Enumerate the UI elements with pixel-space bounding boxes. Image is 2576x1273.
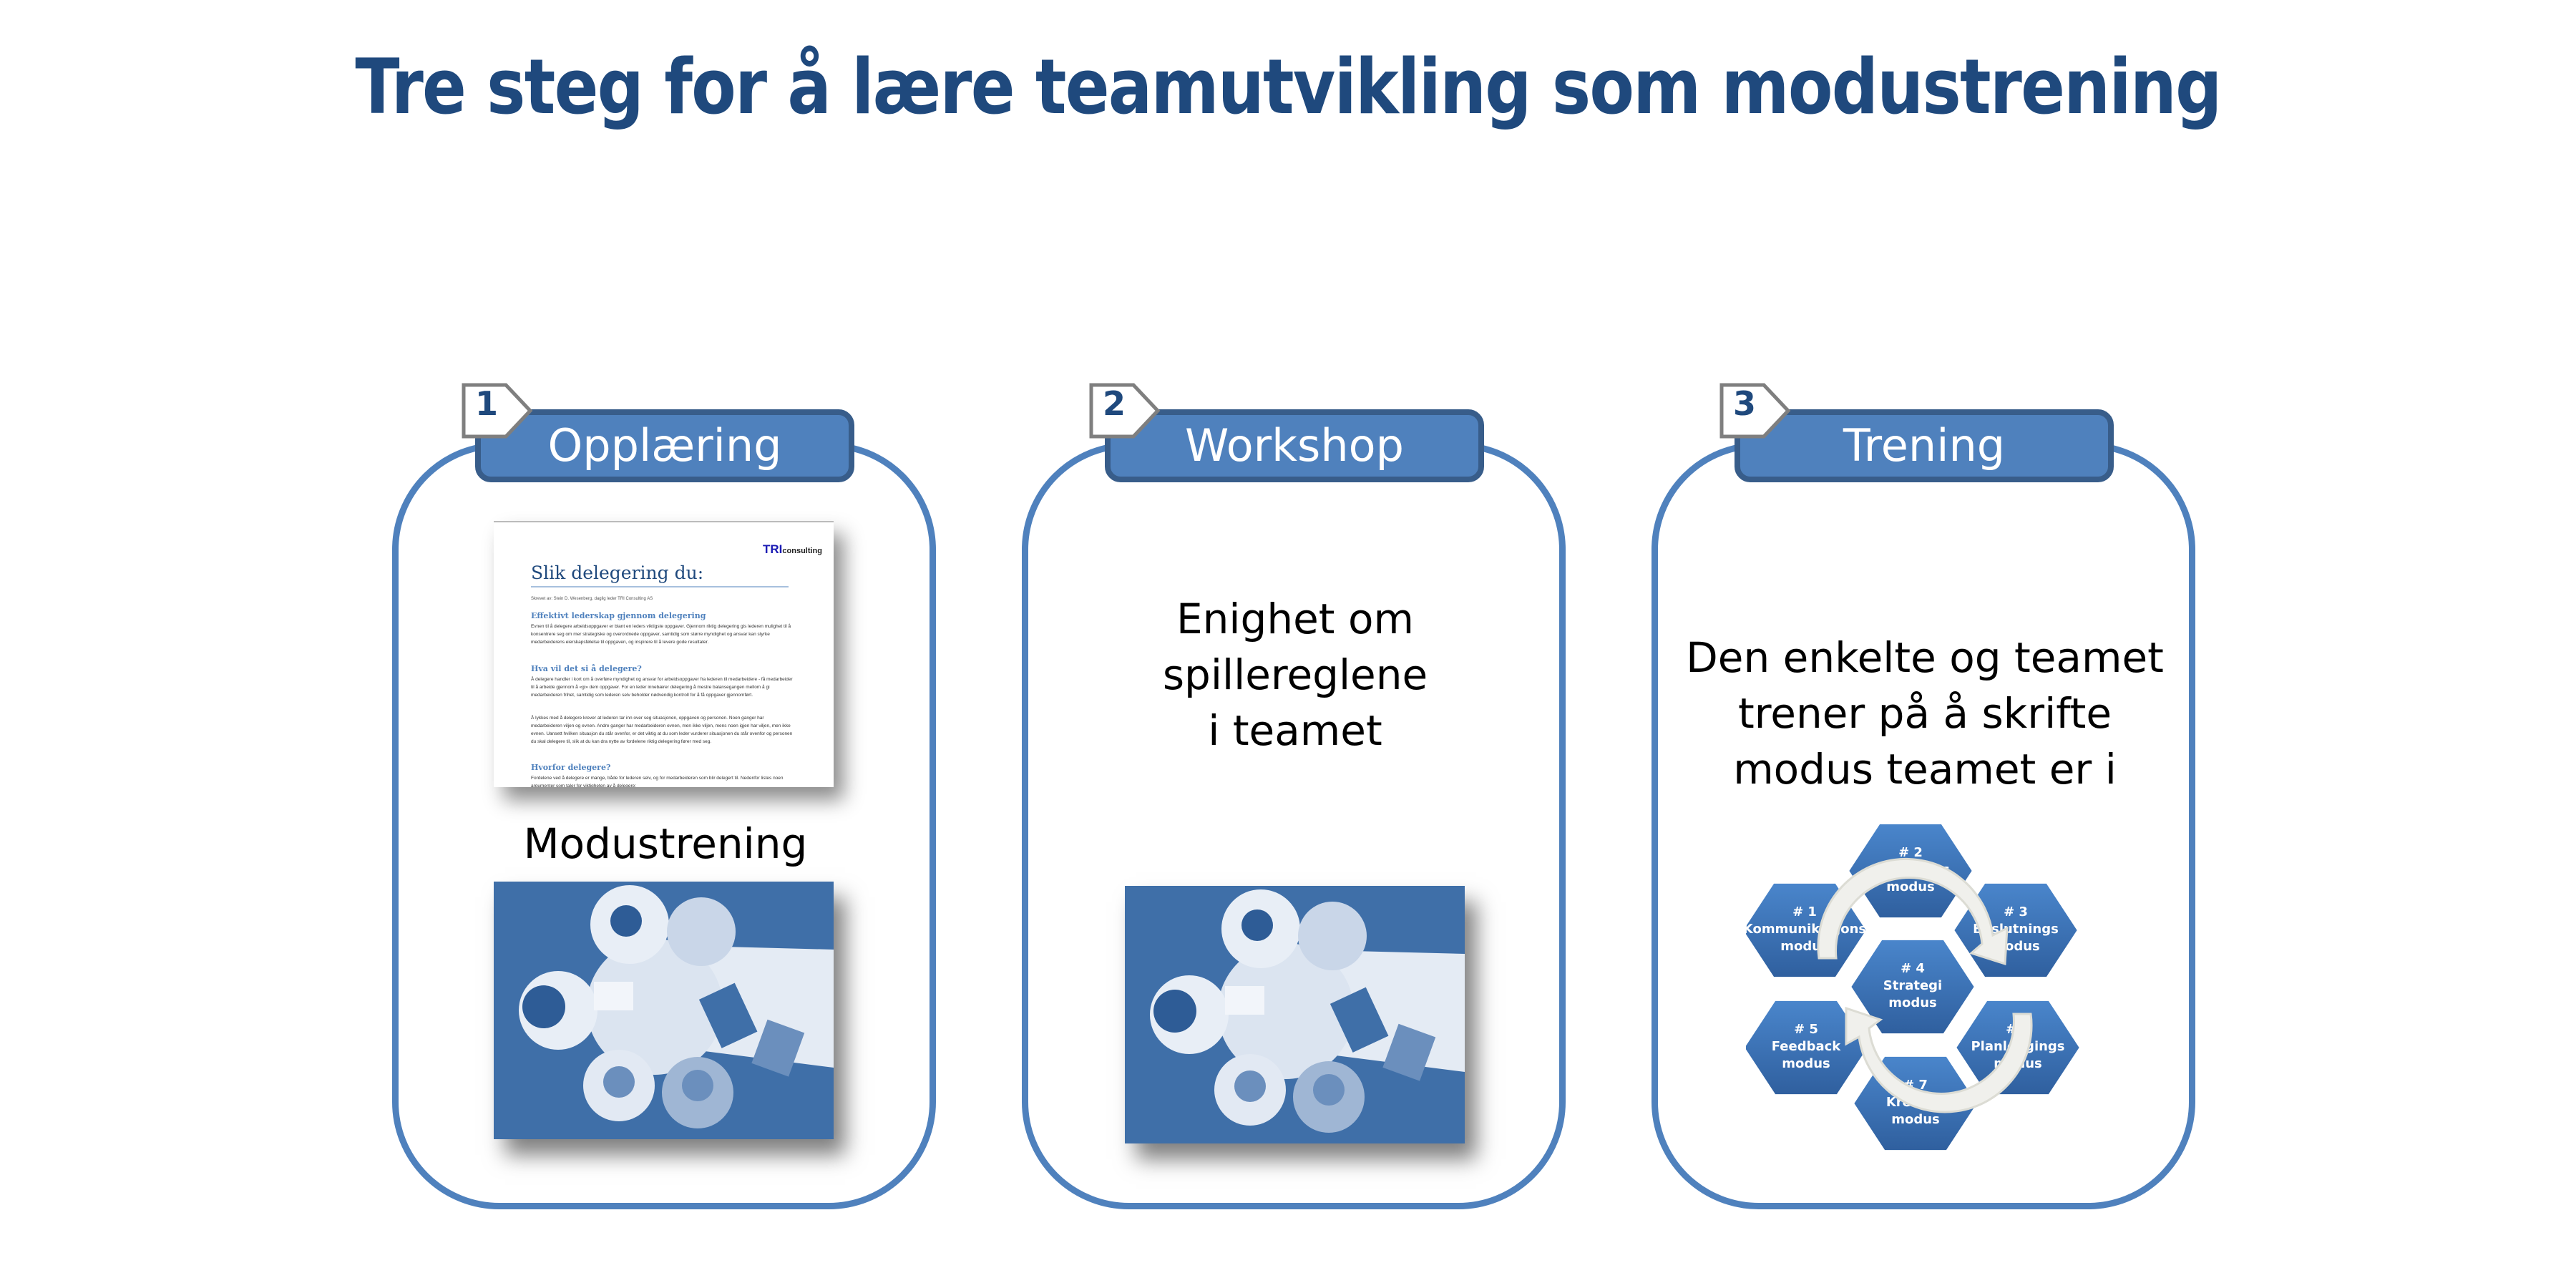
cycle-arrow-top — [1817, 857, 2009, 966]
document-paragraph: Fordelene ved å delegere er mange, både … — [531, 776, 784, 787]
step-3-number-badge: 3 — [1719, 383, 1791, 439]
mode-name: Kommunikasjons — [1746, 922, 1866, 937]
mode-number: # 4 — [1901, 961, 1925, 976]
document-thumbnail: TRIconsulting Slik delegering du: Skreve… — [494, 521, 834, 787]
hexagon-mode-5: # 5 Feedback modus — [1741, 998, 1871, 1098]
step-1-number-badge: 1 — [462, 383, 533, 439]
pentagon-arrow-icon — [1719, 383, 1791, 439]
text-line: spillereglene — [1162, 650, 1428, 699]
tri-consulting-logo: TRIconsulting — [763, 542, 822, 557]
mode-suffix: modus — [1782, 1056, 1830, 1071]
mode-number: # 3 — [2004, 904, 2028, 920]
mode-suffix: modus — [1891, 1112, 1940, 1127]
document-paragraph: Å delegere handler i kort om å overføre … — [531, 677, 793, 698]
step-2-number-badge: 2 — [1089, 383, 1161, 439]
team-meeting-photo — [1125, 886, 1465, 1143]
text-line: Den enkelte og teamet — [1686, 633, 2164, 682]
document-paragraph: Å lykkes med å delegere krever at ledere… — [531, 716, 793, 744]
text-line: modus teamet er i — [1733, 745, 2117, 794]
logo-sub: consulting — [782, 547, 822, 555]
pentagon-arrow-icon — [1089, 383, 1161, 439]
hexagon-shape — [1848, 937, 1978, 1037]
document-heading: Effektivt lederskap gjennom delegering — [531, 611, 706, 620]
team-photo-illustration — [1125, 886, 1465, 1143]
mode-suffix: modus — [1888, 995, 1937, 1010]
document-heading: Hvorfor delegere? — [531, 763, 611, 772]
document-heading: Hva vil det si å delegere? — [531, 664, 642, 673]
step-number: 3 — [1732, 384, 1756, 423]
team-photo-illustration — [494, 882, 834, 1139]
step-2-header: Workshop — [1105, 409, 1484, 482]
mode-number: # 2 — [1898, 845, 1923, 860]
mode-name: Strategi — [1883, 978, 1942, 993]
mode-number: # 1 — [1792, 904, 1817, 920]
step-3-header: Trening — [1735, 409, 2114, 482]
document-title: Slik delegering du: — [531, 562, 789, 587]
hexagon-mode-4: # 4 Strategi modus — [1848, 937, 1978, 1037]
pentagon-arrow-icon — [462, 383, 533, 439]
step-3-description: Den enkelte og teamet trener på å skrift… — [1660, 630, 2190, 797]
document-paragraph: Evnen til å delegere arbeidsoppgaver er … — [531, 624, 791, 645]
mode-number: # 5 — [1794, 1022, 1818, 1037]
step-2-description: Enighet om spillereglene i teamet — [1030, 591, 1560, 759]
step-2-panel — [1022, 442, 1566, 1209]
slide-title: Tre steg for å lære teamutvikling som mo… — [355, 43, 2222, 131]
team-meeting-photo — [494, 882, 834, 1139]
step-1-caption: Modustrening — [523, 819, 808, 868]
text-line: trener på å skrifte — [1737, 689, 2112, 738]
step-1-header: Opplæring — [475, 409, 854, 482]
logo-main: TRI — [763, 542, 783, 556]
text-line: Enighet om — [1176, 595, 1414, 643]
mode-name: Beslutnings — [1973, 922, 2059, 937]
mode-suffix: modus — [1780, 939, 1829, 954]
step-number: 2 — [1102, 384, 1126, 423]
step-number: 1 — [474, 384, 498, 423]
mode-name: Feedback — [1772, 1039, 1842, 1054]
mode-suffix: modus — [1886, 879, 1935, 894]
text-line: i teamet — [1208, 706, 1382, 755]
document-byline: Skrevet av: Stein D. Wesenberg, daglig l… — [531, 597, 653, 601]
cycle-arrow-bottom — [1845, 1006, 2033, 1113]
